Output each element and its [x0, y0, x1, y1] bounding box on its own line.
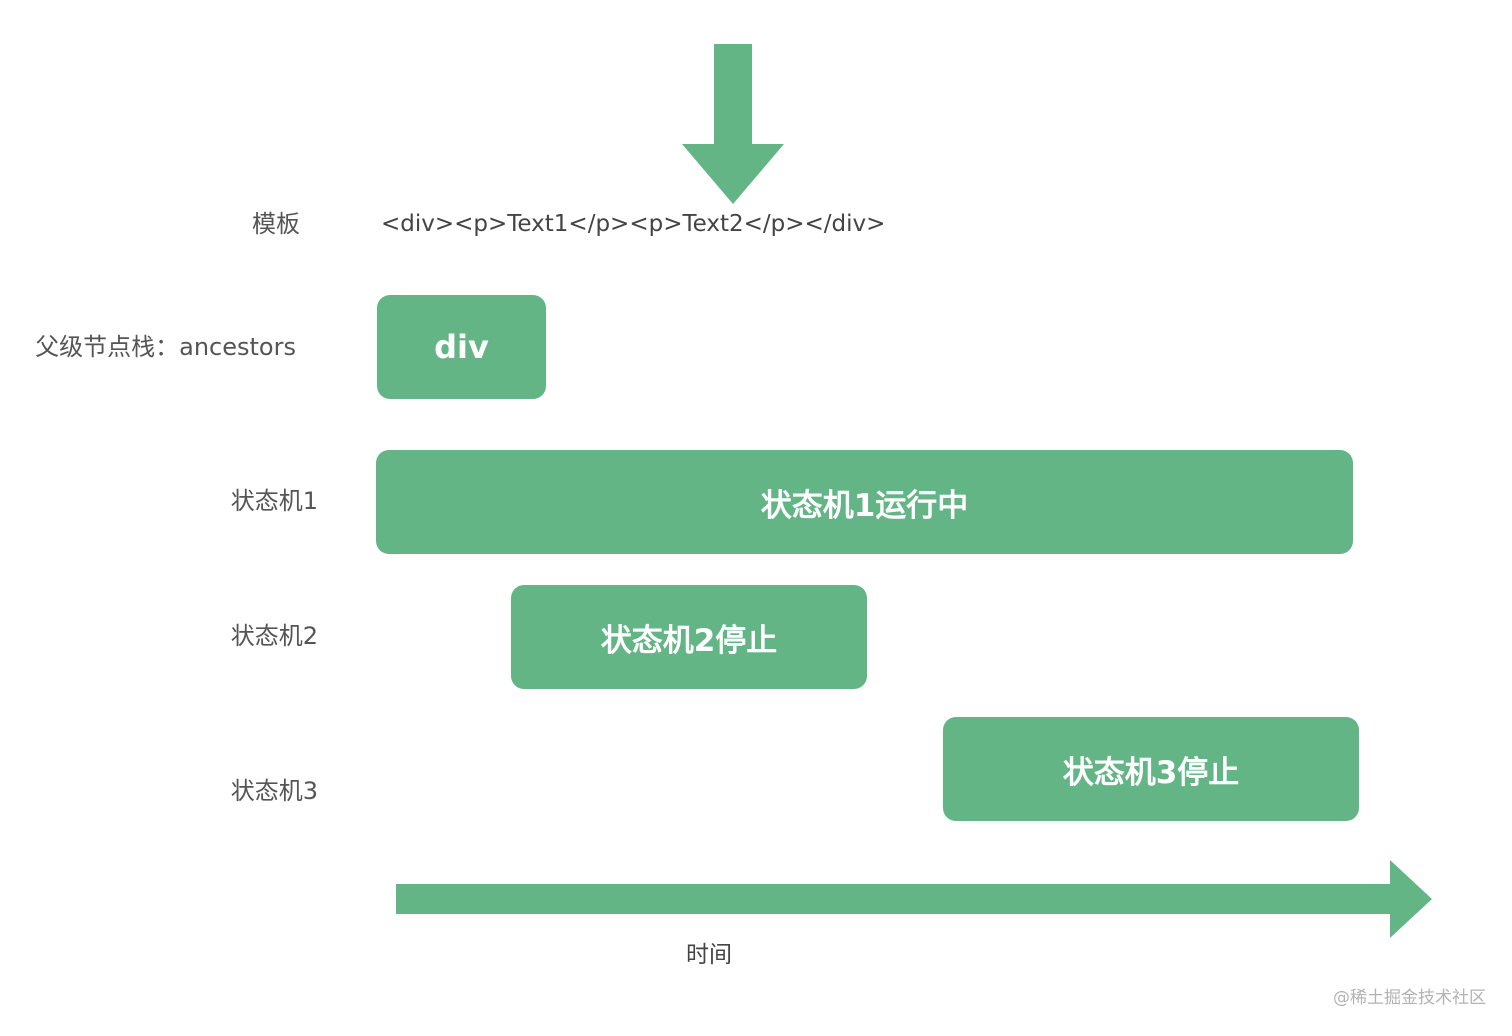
- right-arrow-icon: [396, 860, 1432, 938]
- ancestors-div-box: div: [377, 295, 546, 399]
- state-machine-2-label: 状态机2: [230, 622, 318, 650]
- template-label: 模板: [252, 210, 300, 238]
- down-arrow-icon: [682, 44, 784, 204]
- state-machine-1-box: 状态机1运行中: [376, 450, 1353, 554]
- state-machine-1-label: 状态机1: [230, 487, 318, 515]
- state-machine-2-box: 状态机2停止: [511, 585, 867, 689]
- time-axis-label: 时间: [686, 942, 732, 968]
- ancestors-label: 父级节点栈：ancestors: [35, 333, 296, 361]
- state-machine-3-label: 状态机3: [230, 777, 318, 805]
- state-machine-3-box: 状态机3停止: [943, 717, 1359, 821]
- template-content: <div><p>Text1</p><p>Text2</p></div>: [381, 211, 886, 237]
- watermark: @稀土掘金技术社区: [1333, 988, 1486, 1008]
